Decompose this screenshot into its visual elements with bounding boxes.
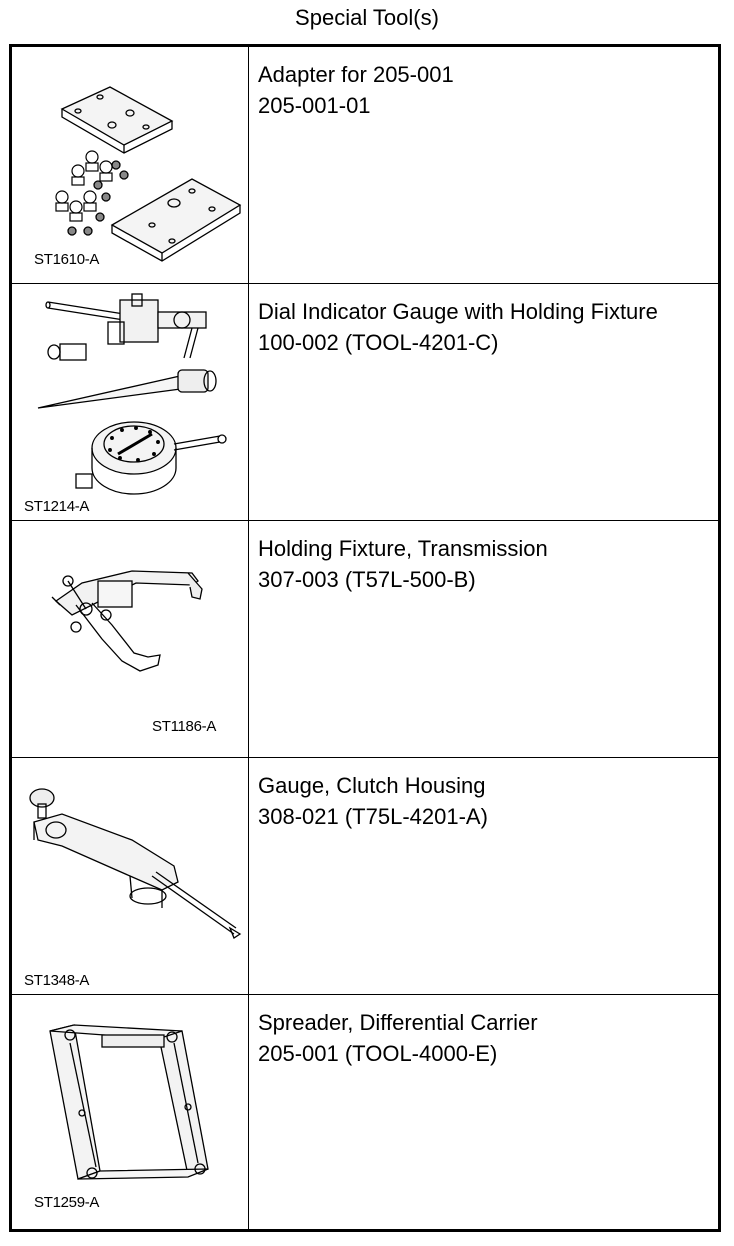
transmission-holding-fixture-illustration (51, 570, 203, 672)
tool-illustration-cell: ST1186-A (12, 521, 249, 757)
tool-code: ST1259-A (34, 1194, 100, 1211)
tool-description: Gauge, Clutch Housing 308-021 (T75L-4201… (258, 770, 488, 832)
tool-number: 307-003 (T57L-500-B) (258, 567, 476, 592)
tool-row: ST1348-A Gauge, Clutch Housing 308-021 (… (12, 758, 718, 995)
tool-row: ST1214-A Dial Indicator Gauge with Holdi… (12, 284, 718, 521)
differential-spreader-illustration (49, 1024, 209, 1180)
tool-code: ST1348-A (24, 972, 90, 989)
tool-description: Adapter for 205-001 205-001-01 (258, 59, 454, 121)
tool-name: Gauge, Clutch Housing (258, 773, 486, 798)
tool-name: Dial Indicator Gauge with Holding Fixtur… (258, 299, 658, 324)
tool-name: Spreader, Differential Carrier (258, 1010, 538, 1035)
tool-description: Dial Indicator Gauge with Holding Fixtur… (258, 296, 658, 358)
tool-name: Adapter for 205-001 (258, 62, 454, 87)
tool-illustration-cell: ST1610-A (12, 47, 249, 283)
tool-number: 205-001-01 (258, 93, 371, 118)
tool-row: ST1259-A Spreader, Differential Carrier … (12, 995, 718, 1232)
tool-description: Holding Fixture, Transmission 307-003 (T… (258, 533, 548, 595)
dial-indicator-fixture-illustration (37, 293, 227, 495)
tool-code: ST1186-A (152, 718, 217, 735)
tool-row: ST1186-A Holding Fixture, Transmission 3… (12, 521, 718, 758)
tool-code: ST1610-A (34, 251, 100, 268)
tool-illustration-cell: ST1348-A (12, 758, 249, 994)
tool-illustration-cell: ST1259-A (12, 995, 249, 1232)
tool-description: Spreader, Differential Carrier 205-001 (… (258, 1007, 538, 1069)
tool-number: 205-001 (TOOL-4000-E) (258, 1041, 498, 1066)
special-tools-table: ST1610-A Adapter for 205-001 205-001-01 (9, 44, 721, 1232)
tool-number: 308-021 (T75L-4201-A) (258, 804, 488, 829)
page-title: Special Tool(s) (295, 5, 439, 30)
tool-number: 100-002 (TOOL-4201-C) (258, 330, 499, 355)
tool-row: ST1610-A Adapter for 205-001 205-001-01 (12, 47, 718, 284)
tool-code: ST1214-A (24, 498, 90, 515)
tool-illustration-cell: ST1214-A (12, 284, 249, 520)
clutch-housing-gauge-illustration (29, 788, 242, 939)
adapter-plates-bolts-illustration (55, 86, 242, 262)
tool-name: Holding Fixture, Transmission (258, 536, 548, 561)
